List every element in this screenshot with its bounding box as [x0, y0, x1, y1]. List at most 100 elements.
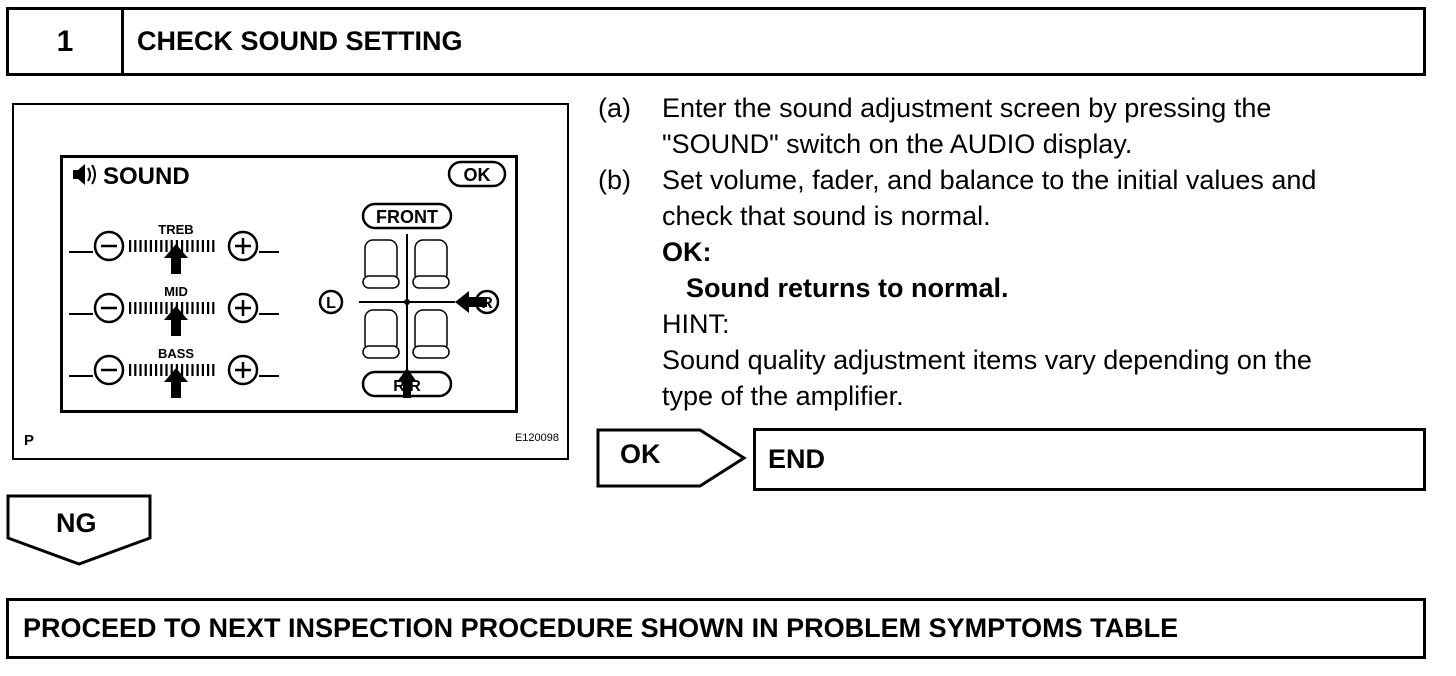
slider-label: MID: [164, 284, 188, 299]
slider-tick: [196, 240, 199, 252]
slider-tick: [201, 364, 204, 376]
treb-plus-button[interactable]: [227, 230, 259, 262]
arrow-up-icon: [164, 368, 188, 398]
instruction-a-line1: Enter the sound adjustment screen by pre…: [662, 93, 1272, 123]
step-header: 1 CHECK SOUND SETTING: [6, 7, 1426, 76]
ok-arrow-label: OK: [620, 439, 661, 469]
slider-tick: [170, 364, 173, 376]
slider-tick: [139, 364, 142, 376]
slider-treb: TREB: [69, 222, 279, 274]
slider-tick: [144, 240, 147, 252]
proceed-box: PROCEED TO NEXT INSPECTION PROCEDURE SHO…: [6, 598, 1426, 659]
instruction-a-line2: "SOUND" switch on the AUDIO display.: [662, 129, 1133, 159]
slider-tick: [155, 302, 158, 314]
slider-tick: [186, 364, 189, 376]
slider-tick: [129, 240, 132, 252]
slider-tick: [196, 302, 199, 314]
slider-tick: [165, 302, 168, 314]
ng-arrow-shape: [6, 494, 152, 566]
slider-tick: [144, 302, 147, 314]
proceed-label: PROCEED TO NEXT INSPECTION PROCEDURE SHO…: [23, 613, 1179, 643]
figure-id: E120098: [514, 432, 559, 444]
instruction-b-line2: check that sound is normal.: [662, 201, 991, 231]
slider-tick: [165, 364, 168, 376]
slider-tick: [149, 302, 152, 314]
hint-line1: Sound quality adjustment items vary depe…: [662, 345, 1312, 375]
instructions: (a) Enter the sound adjustment screen by…: [598, 90, 1438, 414]
slider-tick: [212, 240, 215, 252]
slider-tick: [181, 302, 184, 314]
ok-result: Sound returns to normal.: [686, 273, 1009, 303]
ok-arrow-shape: [596, 428, 747, 488]
instruction-a: (a) Enter the sound adjustment screen by…: [598, 90, 1438, 162]
slider-tick: [170, 302, 173, 314]
hint-line2: type of the amplifier.: [662, 381, 904, 411]
slider-tick: [191, 364, 194, 376]
slider-tick: [207, 364, 210, 376]
slider-tick: [191, 240, 194, 252]
slider-tick: [165, 240, 168, 252]
slider-tick: [207, 302, 210, 314]
slider-tick: [186, 240, 189, 252]
left-balance-button[interactable]: L: [318, 289, 344, 315]
instruction-b-mark: (b): [598, 165, 631, 195]
audio-display-screen: SOUND OK TREB MID BASS FRONT: [60, 155, 518, 413]
hint-heading: HINT:: [662, 309, 730, 339]
step-title: CHECK SOUND SETTING: [137, 26, 463, 56]
slider-tick: [134, 240, 137, 252]
figure-corner-label: P: [24, 432, 35, 449]
slider-tick: [201, 240, 204, 252]
arrow-up-icon: [164, 306, 188, 336]
end-box: END: [753, 428, 1426, 491]
slider-tick: [160, 364, 163, 376]
slider-label: TREB: [158, 222, 193, 237]
slider-tick: [149, 364, 152, 376]
step-number: 1: [9, 10, 124, 73]
front-button[interactable]: FRONT: [361, 202, 453, 230]
slider-tick: [149, 240, 152, 252]
slider-tick: [170, 240, 173, 252]
slider-mid: MID: [69, 284, 279, 336]
screen-title: SOUND: [103, 163, 190, 190]
speaker-icon: [73, 164, 96, 185]
mid-minus-button[interactable]: [93, 292, 125, 324]
treb-minus-button[interactable]: [93, 230, 125, 262]
slider-tick: [139, 240, 142, 252]
front-label: FRONT: [376, 207, 438, 227]
slider-tick: [160, 240, 163, 252]
arrow-left-icon: [455, 291, 487, 313]
sound-screen-figure: SOUND OK TREB MID BASS FRONT: [12, 103, 569, 460]
slider-tick: [134, 364, 137, 376]
slider-bass: BASS: [69, 346, 279, 398]
sound-screen-diagram: SOUND OK TREB MID BASS FRONT: [69, 160, 507, 398]
slider-tick: [155, 364, 158, 376]
instruction-a-mark: (a): [598, 93, 631, 123]
slider-tick: [207, 240, 210, 252]
slider-tick: [212, 364, 215, 376]
slider-tick: [160, 302, 163, 314]
tone-sliders: TREB MID BASS: [69, 222, 279, 398]
bass-minus-button[interactable]: [93, 354, 125, 386]
slider-tick: [155, 240, 158, 252]
slider-tick: [186, 302, 189, 314]
slider-tick: [129, 364, 132, 376]
mid-plus-button[interactable]: [227, 292, 259, 324]
slider-tick: [139, 302, 142, 314]
bass-plus-button[interactable]: [227, 354, 259, 386]
screen-ok-button[interactable]: OK: [447, 160, 507, 188]
slider-tick: [196, 364, 199, 376]
slider-tick: [134, 302, 137, 314]
slider-tick: [129, 302, 132, 314]
ok-heading: OK:: [662, 237, 712, 267]
slider-tick: [191, 302, 194, 314]
slider-tick: [181, 240, 184, 252]
slider-tick: [212, 302, 215, 314]
balance-crosshair: [359, 234, 455, 370]
seat-layout: [362, 239, 450, 359]
ng-arrow-label: NG: [56, 508, 97, 538]
slider-label: BASS: [158, 346, 194, 361]
instruction-b: (b) Set volume, fader, and balance to th…: [598, 162, 1438, 414]
screen-ok-label: OK: [464, 165, 491, 185]
slider-tick: [201, 302, 204, 314]
left-label: L: [326, 295, 336, 312]
